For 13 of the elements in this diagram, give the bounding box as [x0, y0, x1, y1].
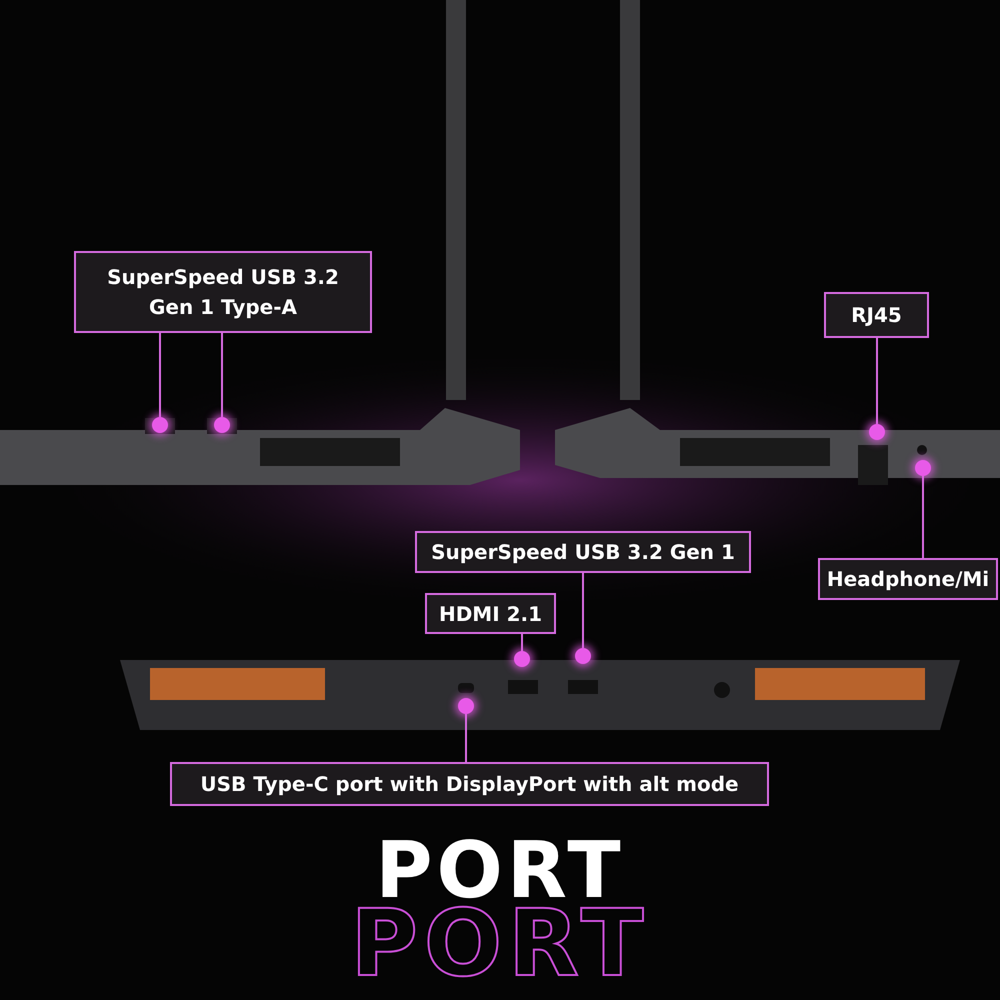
callout-label: RJ45 [824, 292, 929, 338]
leader-line [521, 634, 523, 651]
callout-label: SuperSpeed USB 3.2 Gen 1 Type-A [74, 251, 372, 333]
port-marker-dot [514, 651, 530, 667]
callout-label: Headphone/Mi [818, 558, 998, 600]
callout-label: SuperSpeed USB 3.2 Gen 1 [415, 531, 751, 573]
callout-label: USB Type-C port with DisplayPort with alt mode [170, 762, 769, 806]
leader-line [922, 476, 924, 558]
port-marker-dot [575, 648, 591, 664]
leader-line [221, 333, 223, 417]
leader-line [876, 338, 878, 424]
leader-line [159, 333, 161, 417]
callout-label: HDMI 2.1 [425, 593, 556, 634]
